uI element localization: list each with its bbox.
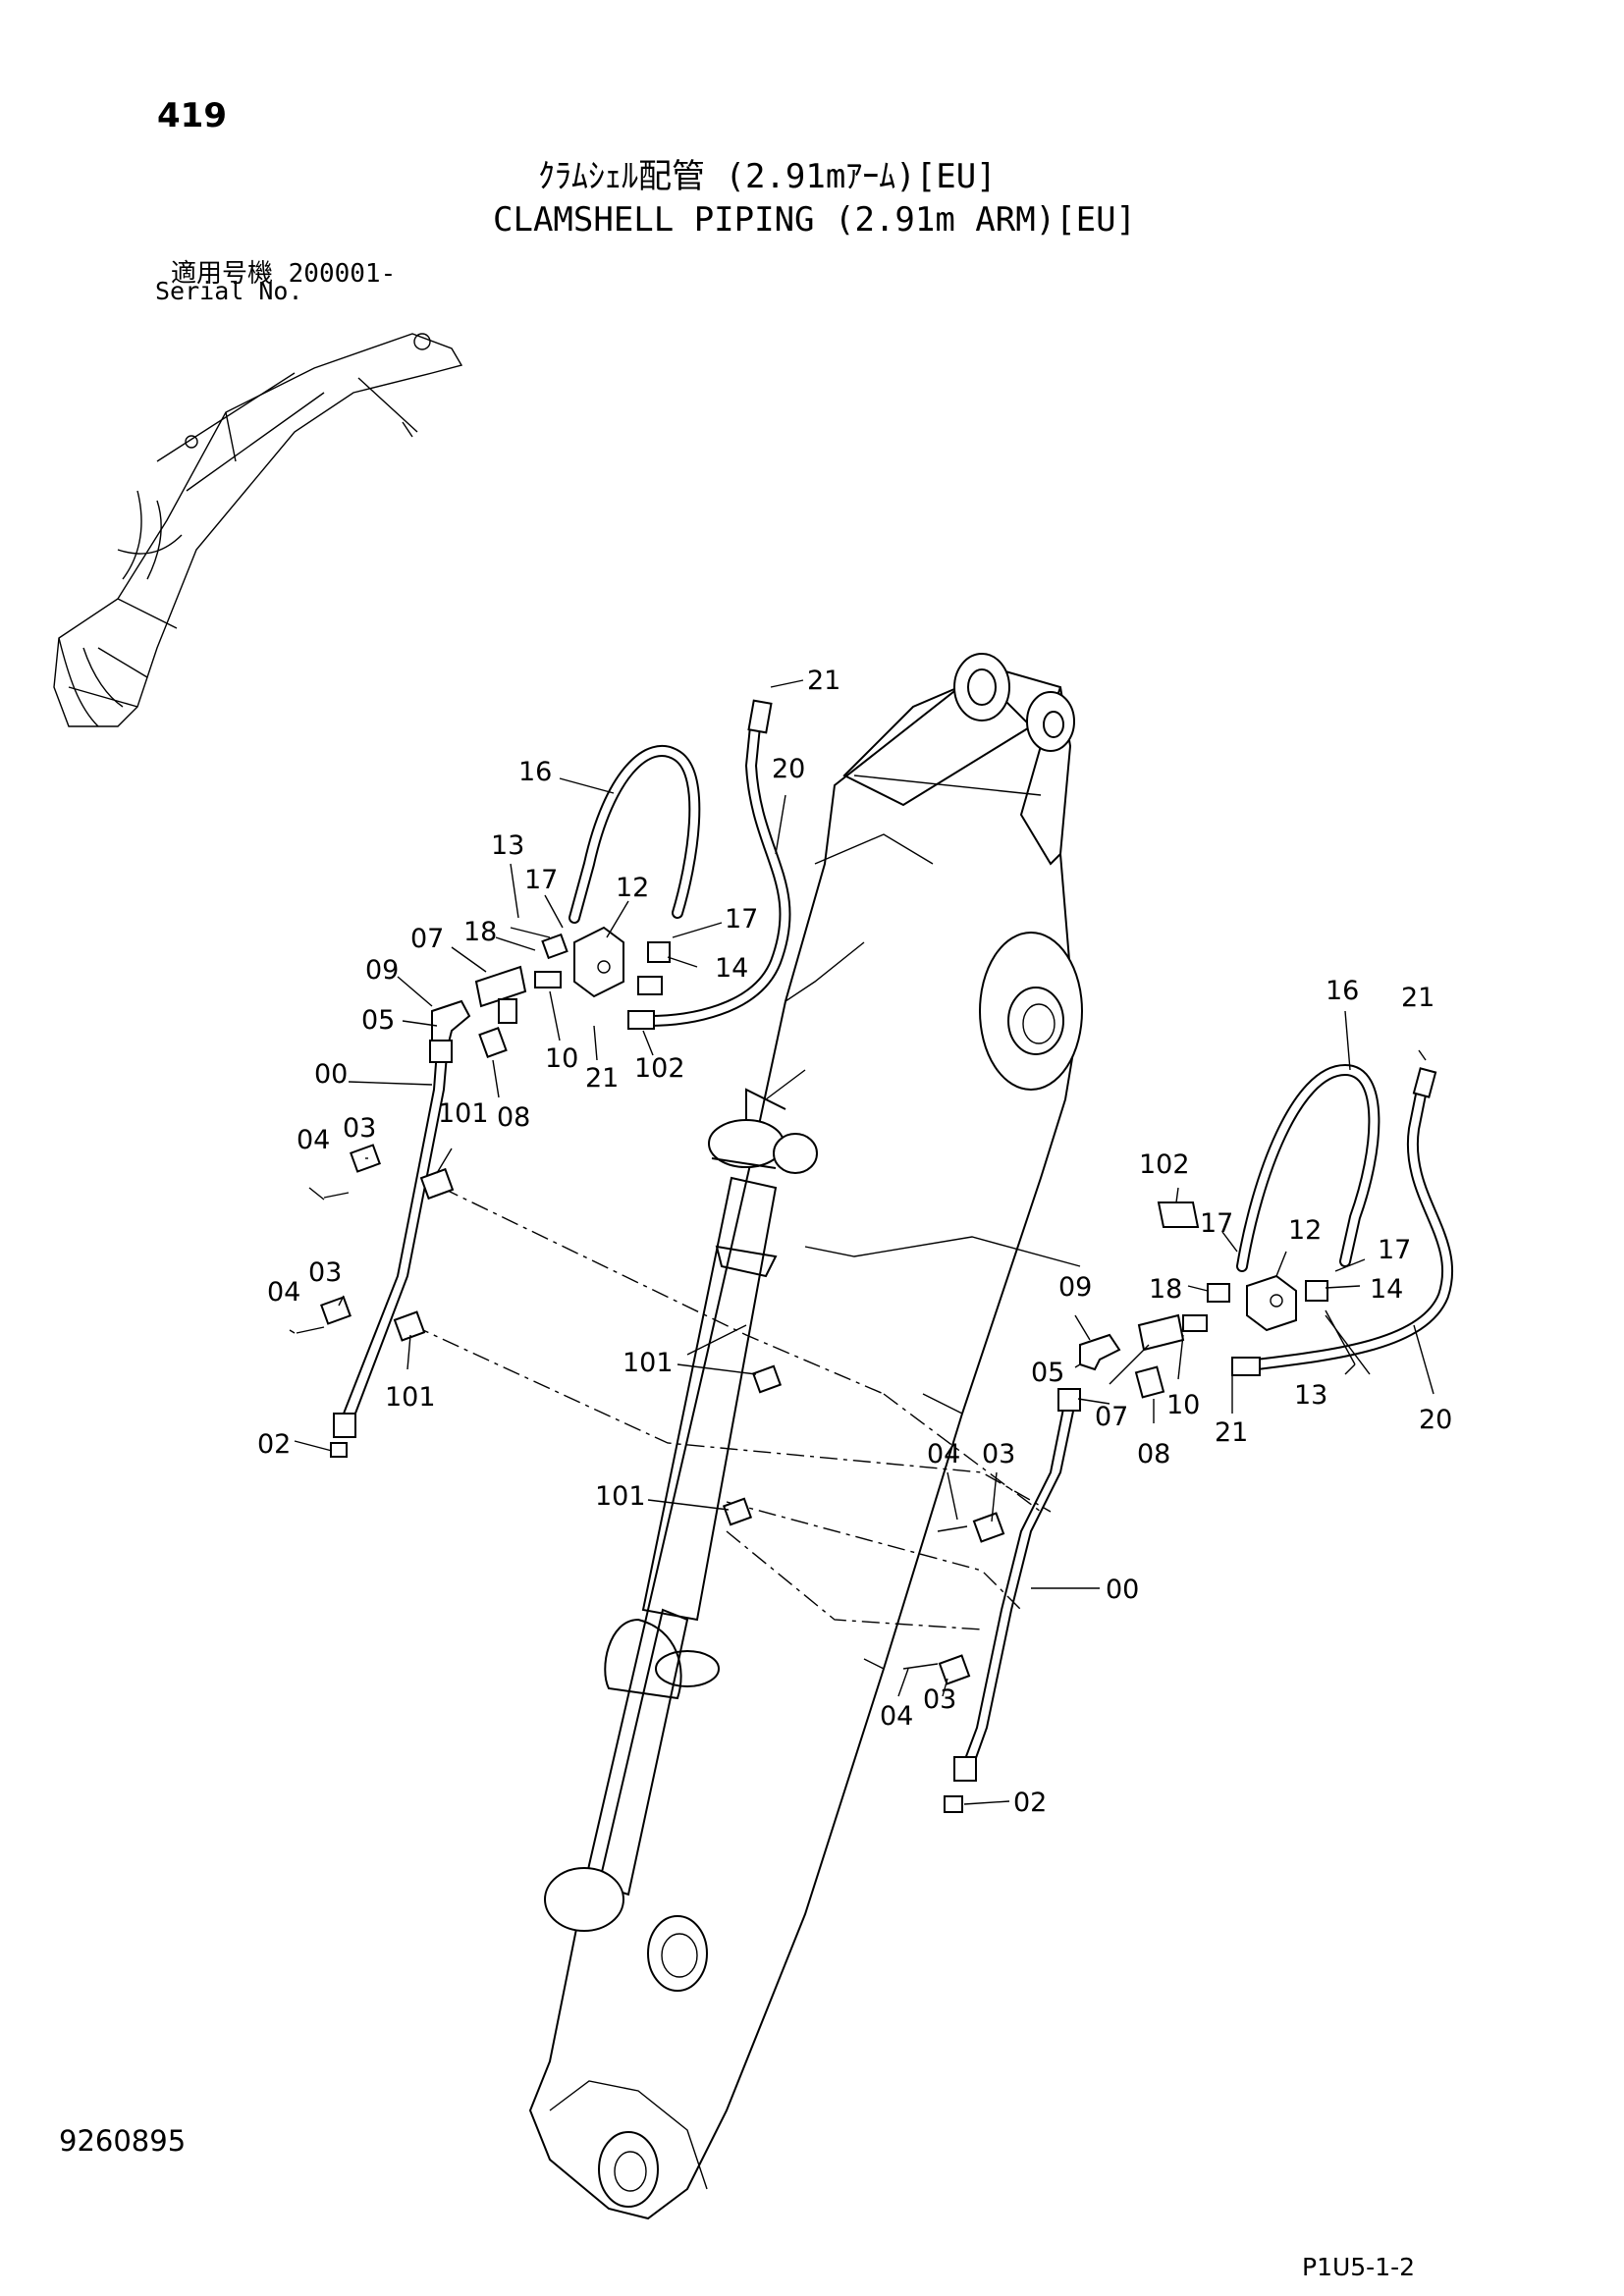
callout-center-101b: 101	[595, 1481, 646, 1512]
callout-left-14: 14	[715, 953, 748, 984]
callout-left-03b: 03	[308, 1257, 342, 1288]
drawing-number: 9260895	[59, 2124, 187, 2158]
callout-left-17b: 17	[725, 904, 758, 934]
callout-right-09: 09	[1058, 1272, 1092, 1303]
callout-left-18: 18	[463, 917, 497, 947]
callout-left-05: 05	[361, 1005, 395, 1036]
callout-right-17b: 17	[1378, 1235, 1411, 1265]
callout-left-102: 102	[634, 1053, 685, 1084]
left-assembly	[296, 699, 791, 1458]
callout-left-20: 20	[772, 754, 805, 784]
callout-left-16: 16	[518, 757, 552, 787]
title-english: CLAMSHELL PIPING (2.91m ARM)[EU]	[493, 200, 1137, 240]
title-japanese: ｸﾗﾑｼｪﾙ配管 (2.91mｱｰﾑ)[EU]	[538, 157, 997, 196]
callout-left-00: 00	[314, 1059, 348, 1090]
page-number: 419	[157, 96, 227, 135]
page-code: P1U5-1-2	[1302, 2253, 1416, 2281]
leader-lines	[289, 679, 1435, 1805]
callout-right-12: 12	[1288, 1215, 1322, 1246]
callout-left-03a: 03	[343, 1113, 376, 1144]
callout-left-07: 07	[410, 924, 444, 954]
callout-right-03b: 03	[923, 1684, 956, 1715]
callout-right-13: 13	[1294, 1380, 1327, 1411]
callout-right-20: 20	[1419, 1405, 1452, 1435]
callout-left-17a: 17	[524, 865, 558, 895]
callout-right-16: 16	[1326, 976, 1359, 1006]
callout-right-14: 14	[1370, 1274, 1403, 1305]
serial-label-japanese: 適用号機 200001-	[171, 259, 397, 289]
callout-left-101b: 101	[385, 1382, 436, 1413]
callouts-center: 101 101	[595, 1348, 674, 1512]
cylinder	[544, 1088, 818, 1932]
callout-left-02: 02	[257, 1429, 291, 1460]
arm-structure	[528, 653, 1083, 2220]
center-clamps	[722, 1364, 783, 1526]
callouts-right: 16 21 102 17 12 17 09 18 14 05 07 10 13 …	[880, 976, 1452, 1818]
callout-right-10: 10	[1166, 1390, 1200, 1420]
callout-left-04a: 04	[297, 1125, 330, 1155]
callout-right-18: 18	[1149, 1274, 1182, 1305]
callout-left-13: 13	[491, 830, 524, 861]
callout-right-04b: 04	[880, 1701, 913, 1732]
callout-right-04a: 04	[927, 1439, 960, 1469]
callout-right-21: 21	[1401, 983, 1435, 1013]
callout-right-08: 08	[1137, 1439, 1170, 1469]
callout-right-21b: 21	[1215, 1417, 1248, 1448]
callout-left-12: 12	[616, 873, 649, 903]
callout-right-07: 07	[1095, 1402, 1128, 1432]
overview-thumbnail	[53, 333, 463, 727]
callout-left-21: 21	[807, 666, 840, 696]
callout-left-21b: 21	[585, 1063, 619, 1094]
callout-left-09: 09	[365, 955, 399, 986]
right-assembly	[902, 1063, 1454, 1813]
reference-lines	[411, 1187, 1081, 1630]
callout-left-08: 08	[497, 1102, 530, 1133]
callouts-left: 21 16 20 13 17 12 17 18 07 14 09 05 10 2…	[257, 666, 840, 1460]
callout-left-04b: 04	[267, 1277, 300, 1308]
callout-right-17a: 17	[1200, 1208, 1233, 1239]
callout-left-10: 10	[545, 1043, 578, 1074]
callout-right-05: 05	[1031, 1358, 1064, 1388]
callout-center-101a: 101	[623, 1348, 674, 1378]
callout-right-00: 00	[1106, 1575, 1139, 1605]
serial-label-english: Serial No.	[155, 277, 303, 305]
callout-left-101a: 101	[438, 1098, 489, 1129]
callout-right-03a: 03	[982, 1439, 1015, 1469]
callout-right-02: 02	[1013, 1788, 1047, 1818]
callout-right-102: 102	[1139, 1149, 1190, 1180]
